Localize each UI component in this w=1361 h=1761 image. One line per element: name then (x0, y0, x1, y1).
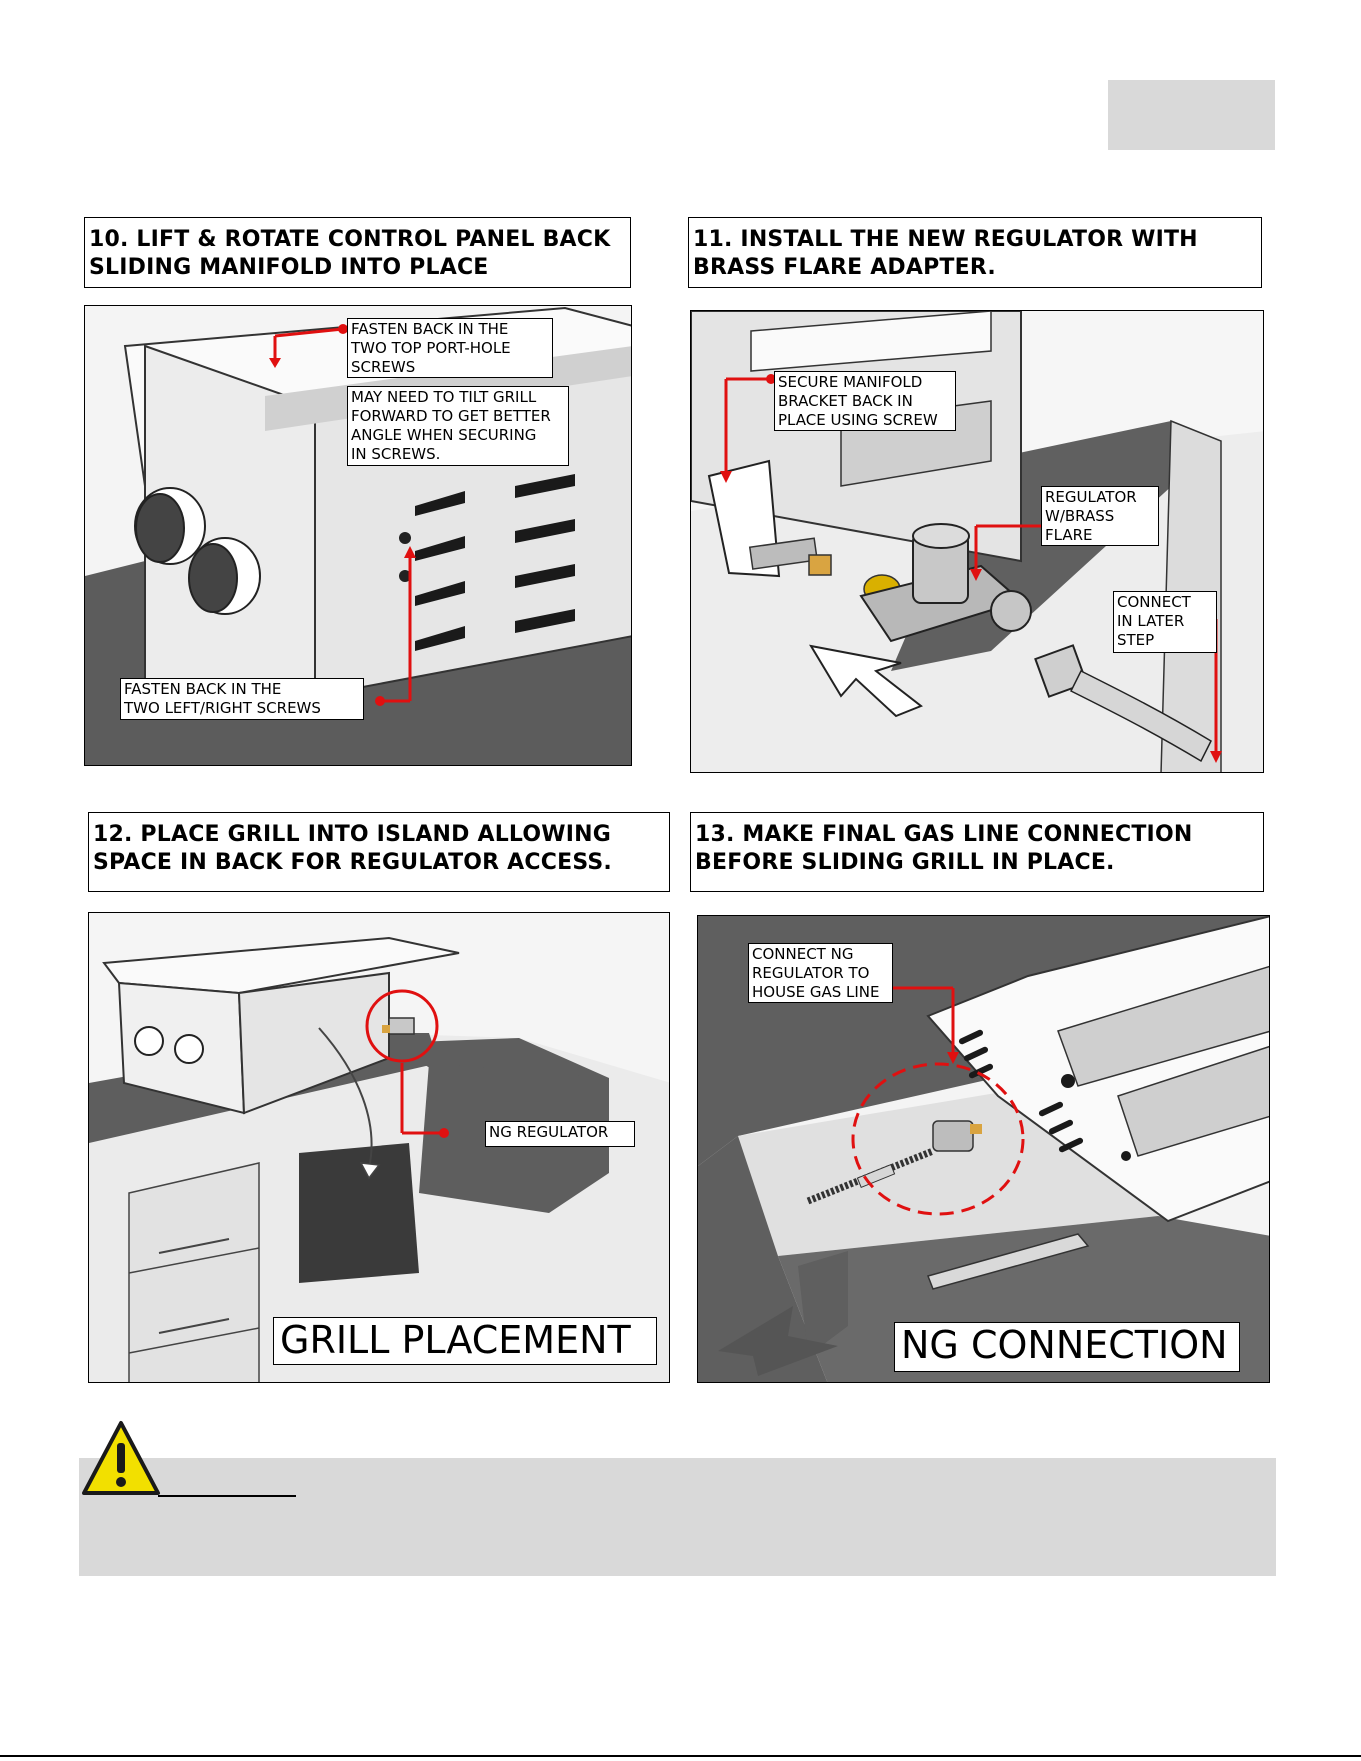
step-12-illustration: NG REGULATOR GRILL PLACEMENT (88, 912, 670, 1383)
callout-connect-later: CONNECT IN LATER STEP (1113, 591, 1217, 653)
callout-secure-manifold-bracket: SECURE MANIFOLD BRACKET BACK IN PLACE US… (774, 371, 956, 431)
grill-placement-drawing (89, 913, 669, 1382)
callout-ng-regulator: NG REGULATOR (485, 1121, 635, 1147)
callout-left-right-screws: FASTEN BACK IN THE TWO LEFT/RIGHT SCREWS (120, 678, 364, 720)
step-12-title-text: 12. PLACE GRILL INTO ISLAND ALLOWING SPA… (93, 822, 612, 875)
step-11-title-text: 11. INSTALL THE NEW REGULATOR WITH BRASS… (693, 227, 1198, 280)
step-13-title-text: 13. MAKE FINAL GAS LINE CONNECTION BEFOR… (695, 822, 1193, 875)
step-13-title: 13. MAKE FINAL GAS LINE CONNECTION BEFOR… (690, 812, 1264, 892)
grill-placement-label: GRILL PLACEMENT (273, 1317, 657, 1365)
warning-heading-underline (158, 1495, 296, 1497)
warning-triangle-icon (80, 1419, 162, 1497)
step-10-illustration: FASTEN BACK IN THE TWO TOP PORT-HOLE SCR… (84, 305, 632, 766)
callout-tilt-grill: MAY NEED TO TILT GRILL FORWARD TO GET BE… (347, 386, 569, 466)
page-tab-block (1108, 80, 1275, 150)
step-11-title: 11. INSTALL THE NEW REGULATOR WITH BRASS… (688, 217, 1262, 288)
step-12-title: 12. PLACE GRILL INTO ISLAND ALLOWING SPA… (88, 812, 670, 892)
callout-regulator-brass-flare: REGULATOR W/BRASS FLARE (1041, 486, 1159, 546)
warning-band (79, 1458, 1276, 1576)
step-10-title: 10. LIFT & ROTATE CONTROL PANEL BACK SLI… (84, 217, 631, 288)
page-bottom-rule (0, 1755, 1361, 1757)
callout-top-porthole-screws: FASTEN BACK IN THE TWO TOP PORT-HOLE SCR… (347, 318, 553, 378)
step-13-illustration: CONNECT NG REGULATOR TO HOUSE GAS LINE N… (697, 915, 1270, 1383)
callout-connect-ng-regulator: CONNECT NG REGULATOR TO HOUSE GAS LINE (748, 943, 893, 1003)
step-10-title-text: 10. LIFT & ROTATE CONTROL PANEL BACK SLI… (89, 227, 611, 280)
ng-connection-label: NG CONNECTION (894, 1322, 1240, 1372)
step-11-illustration: SECURE MANIFOLD BRACKET BACK IN PLACE US… (690, 310, 1264, 773)
